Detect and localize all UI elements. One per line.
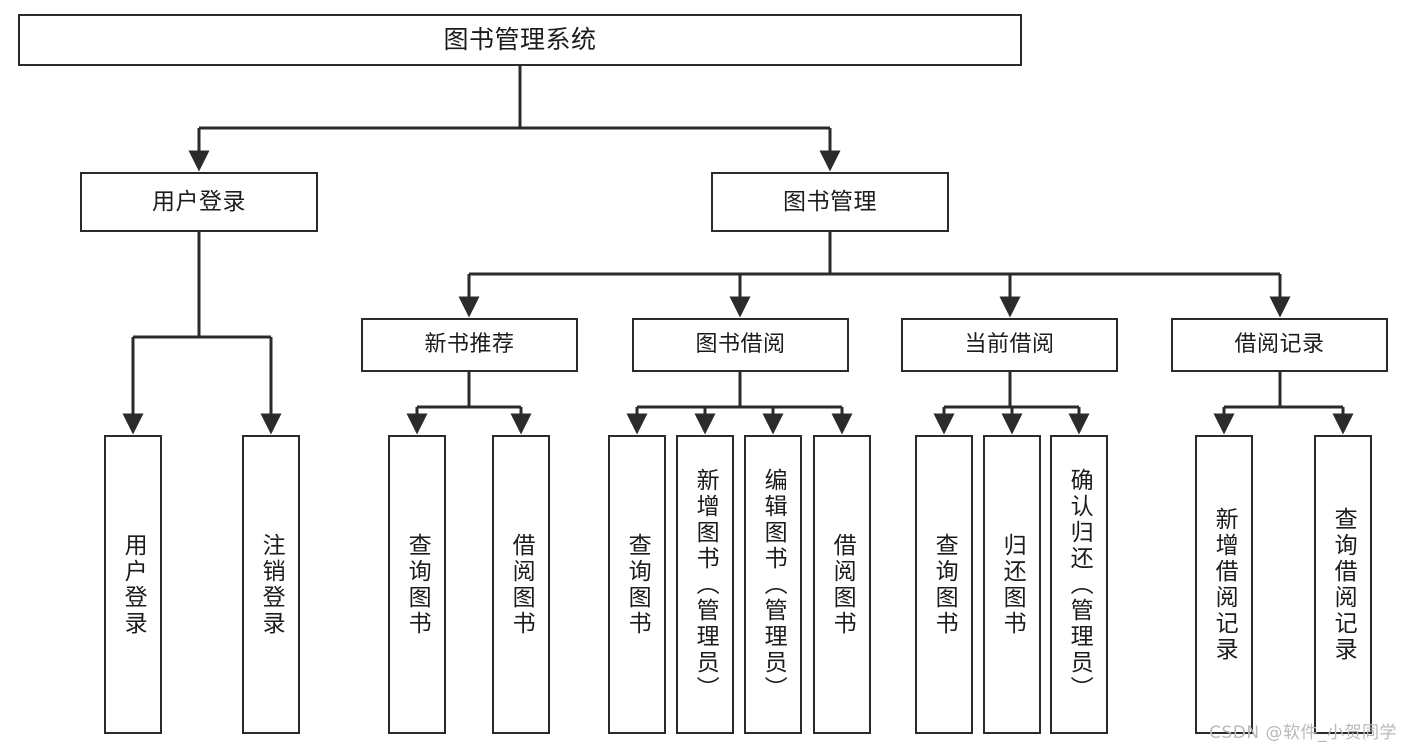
leaf-query-book-borrow[interactable]: 查询图书 [608, 435, 666, 734]
node-label: 新增图书（管理员） [692, 467, 719, 702]
node-root-system[interactable]: 图书管理系统 [18, 14, 1022, 66]
node-borrow-record[interactable]: 借阅记录 [1171, 318, 1388, 372]
node-book-borrow[interactable]: 图书借阅 [632, 318, 849, 372]
leaf-query-borrow-record[interactable]: 查询借阅记录 [1314, 435, 1372, 734]
node-new-book-recommend[interactable]: 新书推荐 [361, 318, 578, 372]
leaf-add-book-admin[interactable]: 新增图书（管理员） [676, 435, 734, 734]
leaf-borrow-book-recommend[interactable]: 借阅图书 [492, 435, 550, 734]
leaf-user-login[interactable]: 用户登录 [104, 435, 162, 734]
node-label: 查询图书 [624, 532, 651, 637]
node-label: 用户登录 [152, 188, 246, 215]
node-label: 借阅图书 [829, 532, 856, 637]
leaf-logout[interactable]: 注销登录 [242, 435, 300, 734]
node-label: 编辑图书（管理员） [760, 467, 787, 702]
node-label: 借阅图书 [508, 532, 535, 637]
node-book-management[interactable]: 图书管理 [711, 172, 949, 232]
node-label: 用户登录 [120, 532, 147, 637]
node-label: 当前借阅 [964, 332, 1055, 358]
node-label: 图书管理系统 [443, 24, 597, 54]
leaf-add-borrow-record[interactable]: 新增借阅记录 [1195, 435, 1253, 734]
node-label: 查询借阅记录 [1330, 506, 1357, 663]
leaf-edit-book-admin[interactable]: 编辑图书（管理员） [744, 435, 802, 734]
node-label: 新增借阅记录 [1211, 506, 1238, 663]
node-current-borrow[interactable]: 当前借阅 [901, 318, 1118, 372]
node-label: 查询图书 [404, 532, 431, 637]
leaf-query-book-current[interactable]: 查询图书 [915, 435, 973, 734]
leaf-borrow-book[interactable]: 借阅图书 [813, 435, 871, 734]
node-user-login[interactable]: 用户登录 [80, 172, 318, 232]
node-label: 图书管理 [783, 188, 877, 215]
node-label: 查询图书 [931, 532, 958, 637]
node-label: 注销登录 [258, 532, 285, 637]
leaf-confirm-return-admin[interactable]: 确认归还（管理员） [1050, 435, 1108, 734]
node-label: 确认归还（管理员） [1066, 467, 1093, 702]
csdn-watermark: CSDN @软件_小贺同学 [1209, 723, 1397, 743]
node-label: 新书推荐 [424, 332, 515, 358]
node-label: 图书借阅 [695, 332, 786, 358]
node-label: 归还图书 [999, 532, 1026, 637]
node-label: 借阅记录 [1234, 332, 1325, 358]
leaf-query-book-recommend[interactable]: 查询图书 [388, 435, 446, 734]
leaf-return-book[interactable]: 归还图书 [983, 435, 1041, 734]
